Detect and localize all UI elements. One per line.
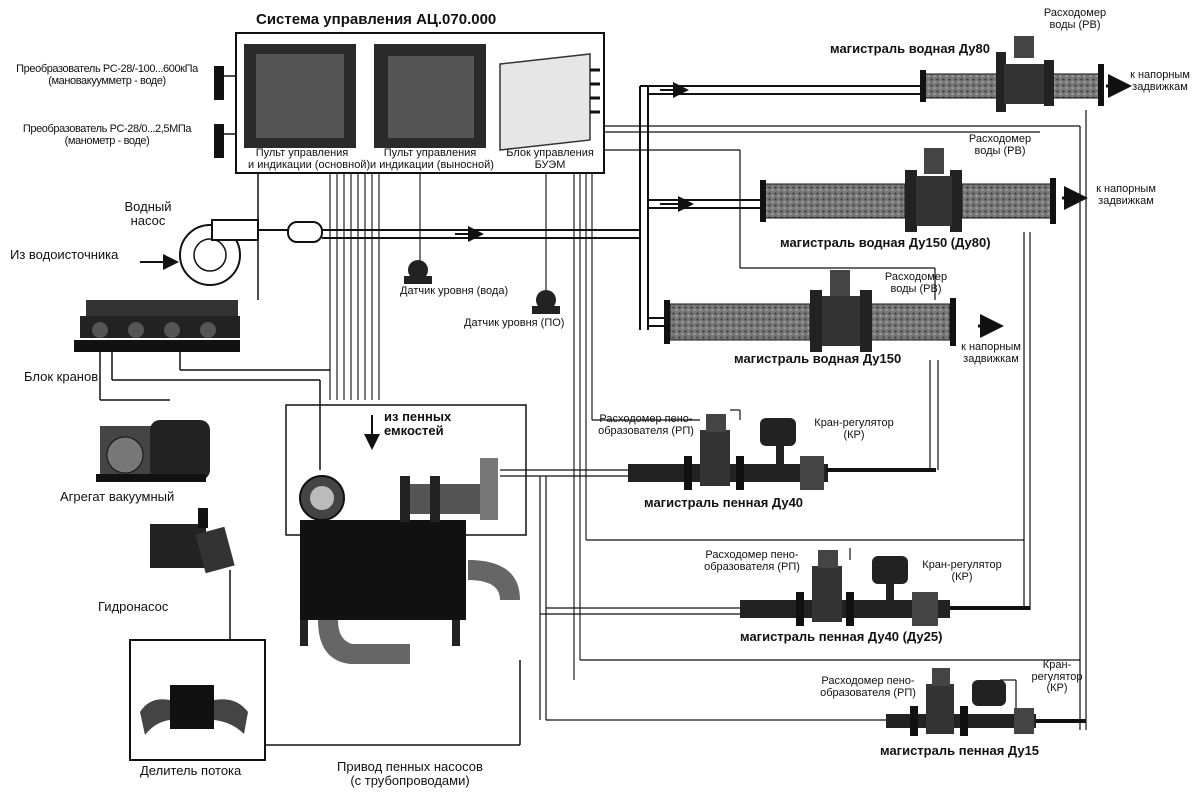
- valve-block-label: Блок кранов: [24, 370, 98, 384]
- foam-main-du40-title: магистраль пенная Ду40: [644, 496, 803, 510]
- foam-valve-3-label: Кран-регулятор(КР): [1022, 660, 1092, 695]
- foam-meter-2-label: Расходомер пено-образователя (РП): [700, 550, 804, 573]
- hydraulic-pump: [150, 508, 235, 573]
- level-water-label: Датчик уровня (вода): [400, 286, 508, 298]
- vacuum-unit: [96, 420, 210, 482]
- drive-label: Привод пенных насосов(с трубопроводами): [310, 760, 510, 787]
- sensor2-label: Преобразователь РС-28/0...2,5МПа(маномет…: [2, 124, 212, 147]
- vacuum-label: Агрегат вакуумный: [60, 490, 174, 504]
- foam-meter-3-label: Расходомер пено-образователя (РП): [816, 676, 920, 699]
- water-main-du150-du80: [760, 148, 1056, 232]
- foam-valve-1-label: Кран-регулятор(КР): [804, 418, 904, 441]
- level-foam-label: Датчик уровня (ПО): [464, 318, 564, 330]
- foam-valve-2-label: Кран-регулятор(КР): [912, 560, 1012, 583]
- foam-main-du15-title: магистраль пенная Ду15: [880, 744, 1039, 758]
- foam-main-du40-du25-title: магистраль пенная Ду40 (Ду25): [740, 630, 942, 644]
- water-pump: [180, 220, 258, 285]
- valve-block: [74, 300, 240, 352]
- level-sensor-water: [404, 260, 432, 284]
- pressure-sensor-2: [214, 124, 224, 158]
- hydropump-label: Гидронасос: [98, 600, 168, 614]
- beum-device: [500, 54, 590, 150]
- sensor1-label: Преобразователь РС-28/-100...600кПа(мано…: [2, 64, 212, 87]
- water-main-du80-title: магистраль водная Ду80: [830, 42, 990, 56]
- source-label: Из водоисточника: [10, 248, 118, 262]
- divider-label: Делитель потока: [140, 764, 241, 778]
- foam-meter-1-label: Расходомер пено-образователя (РП): [594, 414, 698, 437]
- pressure-sensor-1: [214, 66, 224, 100]
- water-main-du150-du80-title: магистраль водная Ду150 (Ду80): [780, 236, 991, 250]
- level-sensor-foam: [532, 290, 560, 314]
- foam-pump-drive: [286, 405, 526, 664]
- water-main-du150-title: магистраль водная Ду150: [734, 352, 901, 366]
- check-valve: [288, 222, 322, 242]
- flow-divider: [140, 685, 248, 735]
- system-title: Система управления АЦ.070.000: [256, 12, 496, 28]
